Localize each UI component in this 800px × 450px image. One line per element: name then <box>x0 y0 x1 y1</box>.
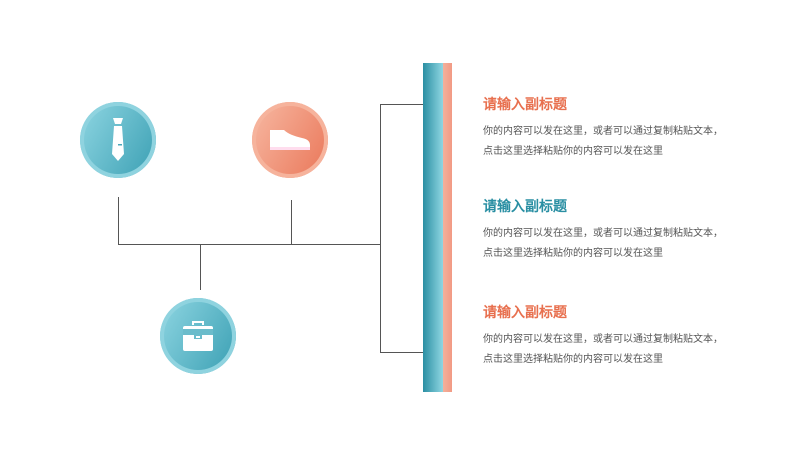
briefcase-circle <box>160 298 236 374</box>
connector <box>118 197 119 244</box>
salmon-bar <box>443 63 452 392</box>
tie-icon <box>112 118 124 161</box>
connector <box>291 200 292 244</box>
connector <box>380 104 381 352</box>
item-title: 请输入副标题 <box>483 199 567 215</box>
item-title: 请输入副标题 <box>483 305 567 321</box>
connector <box>200 244 201 290</box>
item-title: 请输入副标题 <box>483 97 567 113</box>
item-body-line: 你的内容可以发在这里，或者可以通过复制粘贴文本， <box>483 334 723 345</box>
item-body-line: 点击这里选择粘贴你的内容可以发在这里 <box>483 146 663 157</box>
connector <box>380 104 423 105</box>
shoe-circle <box>252 102 328 178</box>
item-1: 请输入副标题 你的内容可以发在这里，或者可以通过复制粘贴文本， 点击这里选择粘贴… <box>483 94 783 162</box>
connector <box>118 244 380 245</box>
connector <box>380 352 423 353</box>
shoe-icon <box>270 130 310 150</box>
item-body-line: 你的内容可以发在这里，或者可以通过复制粘贴文本， <box>483 126 723 137</box>
briefcase-icon <box>183 321 213 351</box>
item-3: 请输入副标题 你的内容可以发在这里，或者可以通过复制粘贴文本， 点击这里选择粘贴… <box>483 302 783 370</box>
item-body-line: 点击这里选择粘贴你的内容可以发在这里 <box>483 248 663 259</box>
tie-circle <box>80 102 156 178</box>
teal-bar <box>423 63 443 392</box>
item-body-line: 点击这里选择粘贴你的内容可以发在这里 <box>483 354 663 365</box>
item-2: 请输入副标题 你的内容可以发在这里，或者可以通过复制粘贴文本， 点击这里选择粘贴… <box>483 196 783 264</box>
item-body-line: 你的内容可以发在这里，或者可以通过复制粘贴文本， <box>483 228 723 239</box>
